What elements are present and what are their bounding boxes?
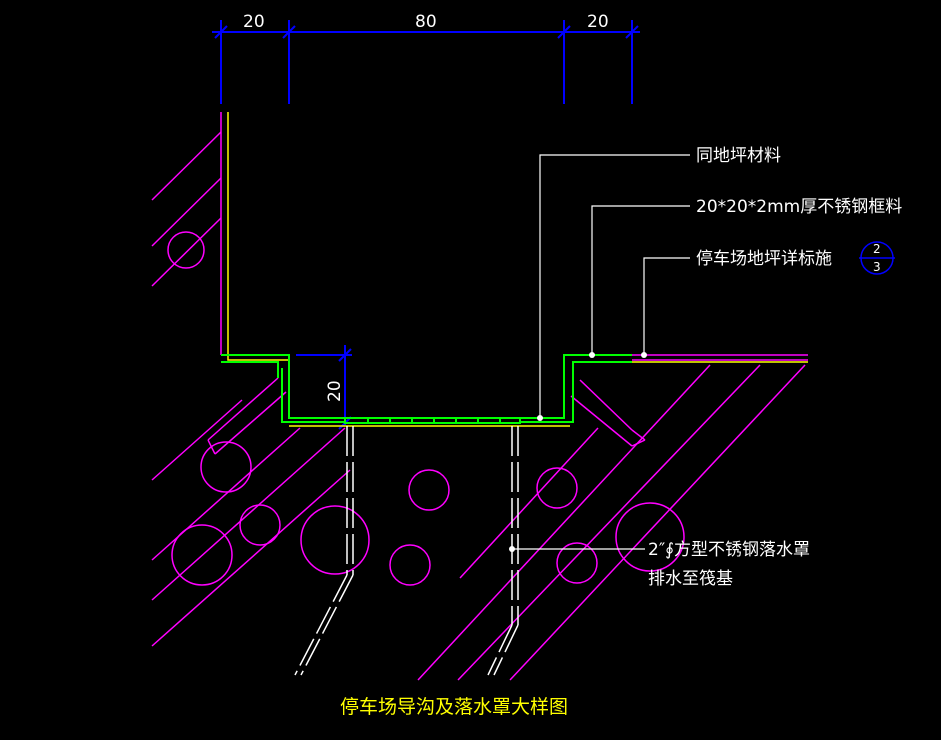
trench-outline <box>227 112 808 427</box>
dim-vertical: 20 <box>325 380 345 402</box>
dim-top-left: 20 <box>243 12 265 32</box>
detail-ref-top: 2 <box>873 242 881 256</box>
steel-frame <box>221 354 632 424</box>
note-drain-cover: 2″∮方型不锈钢落水罩 <box>648 540 810 560</box>
dimension-lines <box>212 20 640 430</box>
drawing-title: 停车场导沟及落水罩大样图 <box>340 696 568 718</box>
leader-lines <box>512 154 690 550</box>
earth-hatch <box>151 112 808 681</box>
drain-pipe <box>294 426 519 676</box>
note-floor-detail: 停车场地坪详标施 <box>696 249 832 269</box>
dim-top-right: 20 <box>587 12 609 32</box>
note-drain-to-raft: 排水至筏基 <box>648 569 733 589</box>
dim-top-middle: 80 <box>415 12 437 32</box>
leader-dots <box>509 352 647 552</box>
detail-ref-bottom: 3 <box>873 260 881 274</box>
note-floor-material: 同地坪材料 <box>696 146 781 166</box>
detail-reference-symbol: 2 3 <box>859 241 895 275</box>
note-steel-frame: 20*20*2mm厚不锈钢框料 <box>696 197 902 217</box>
